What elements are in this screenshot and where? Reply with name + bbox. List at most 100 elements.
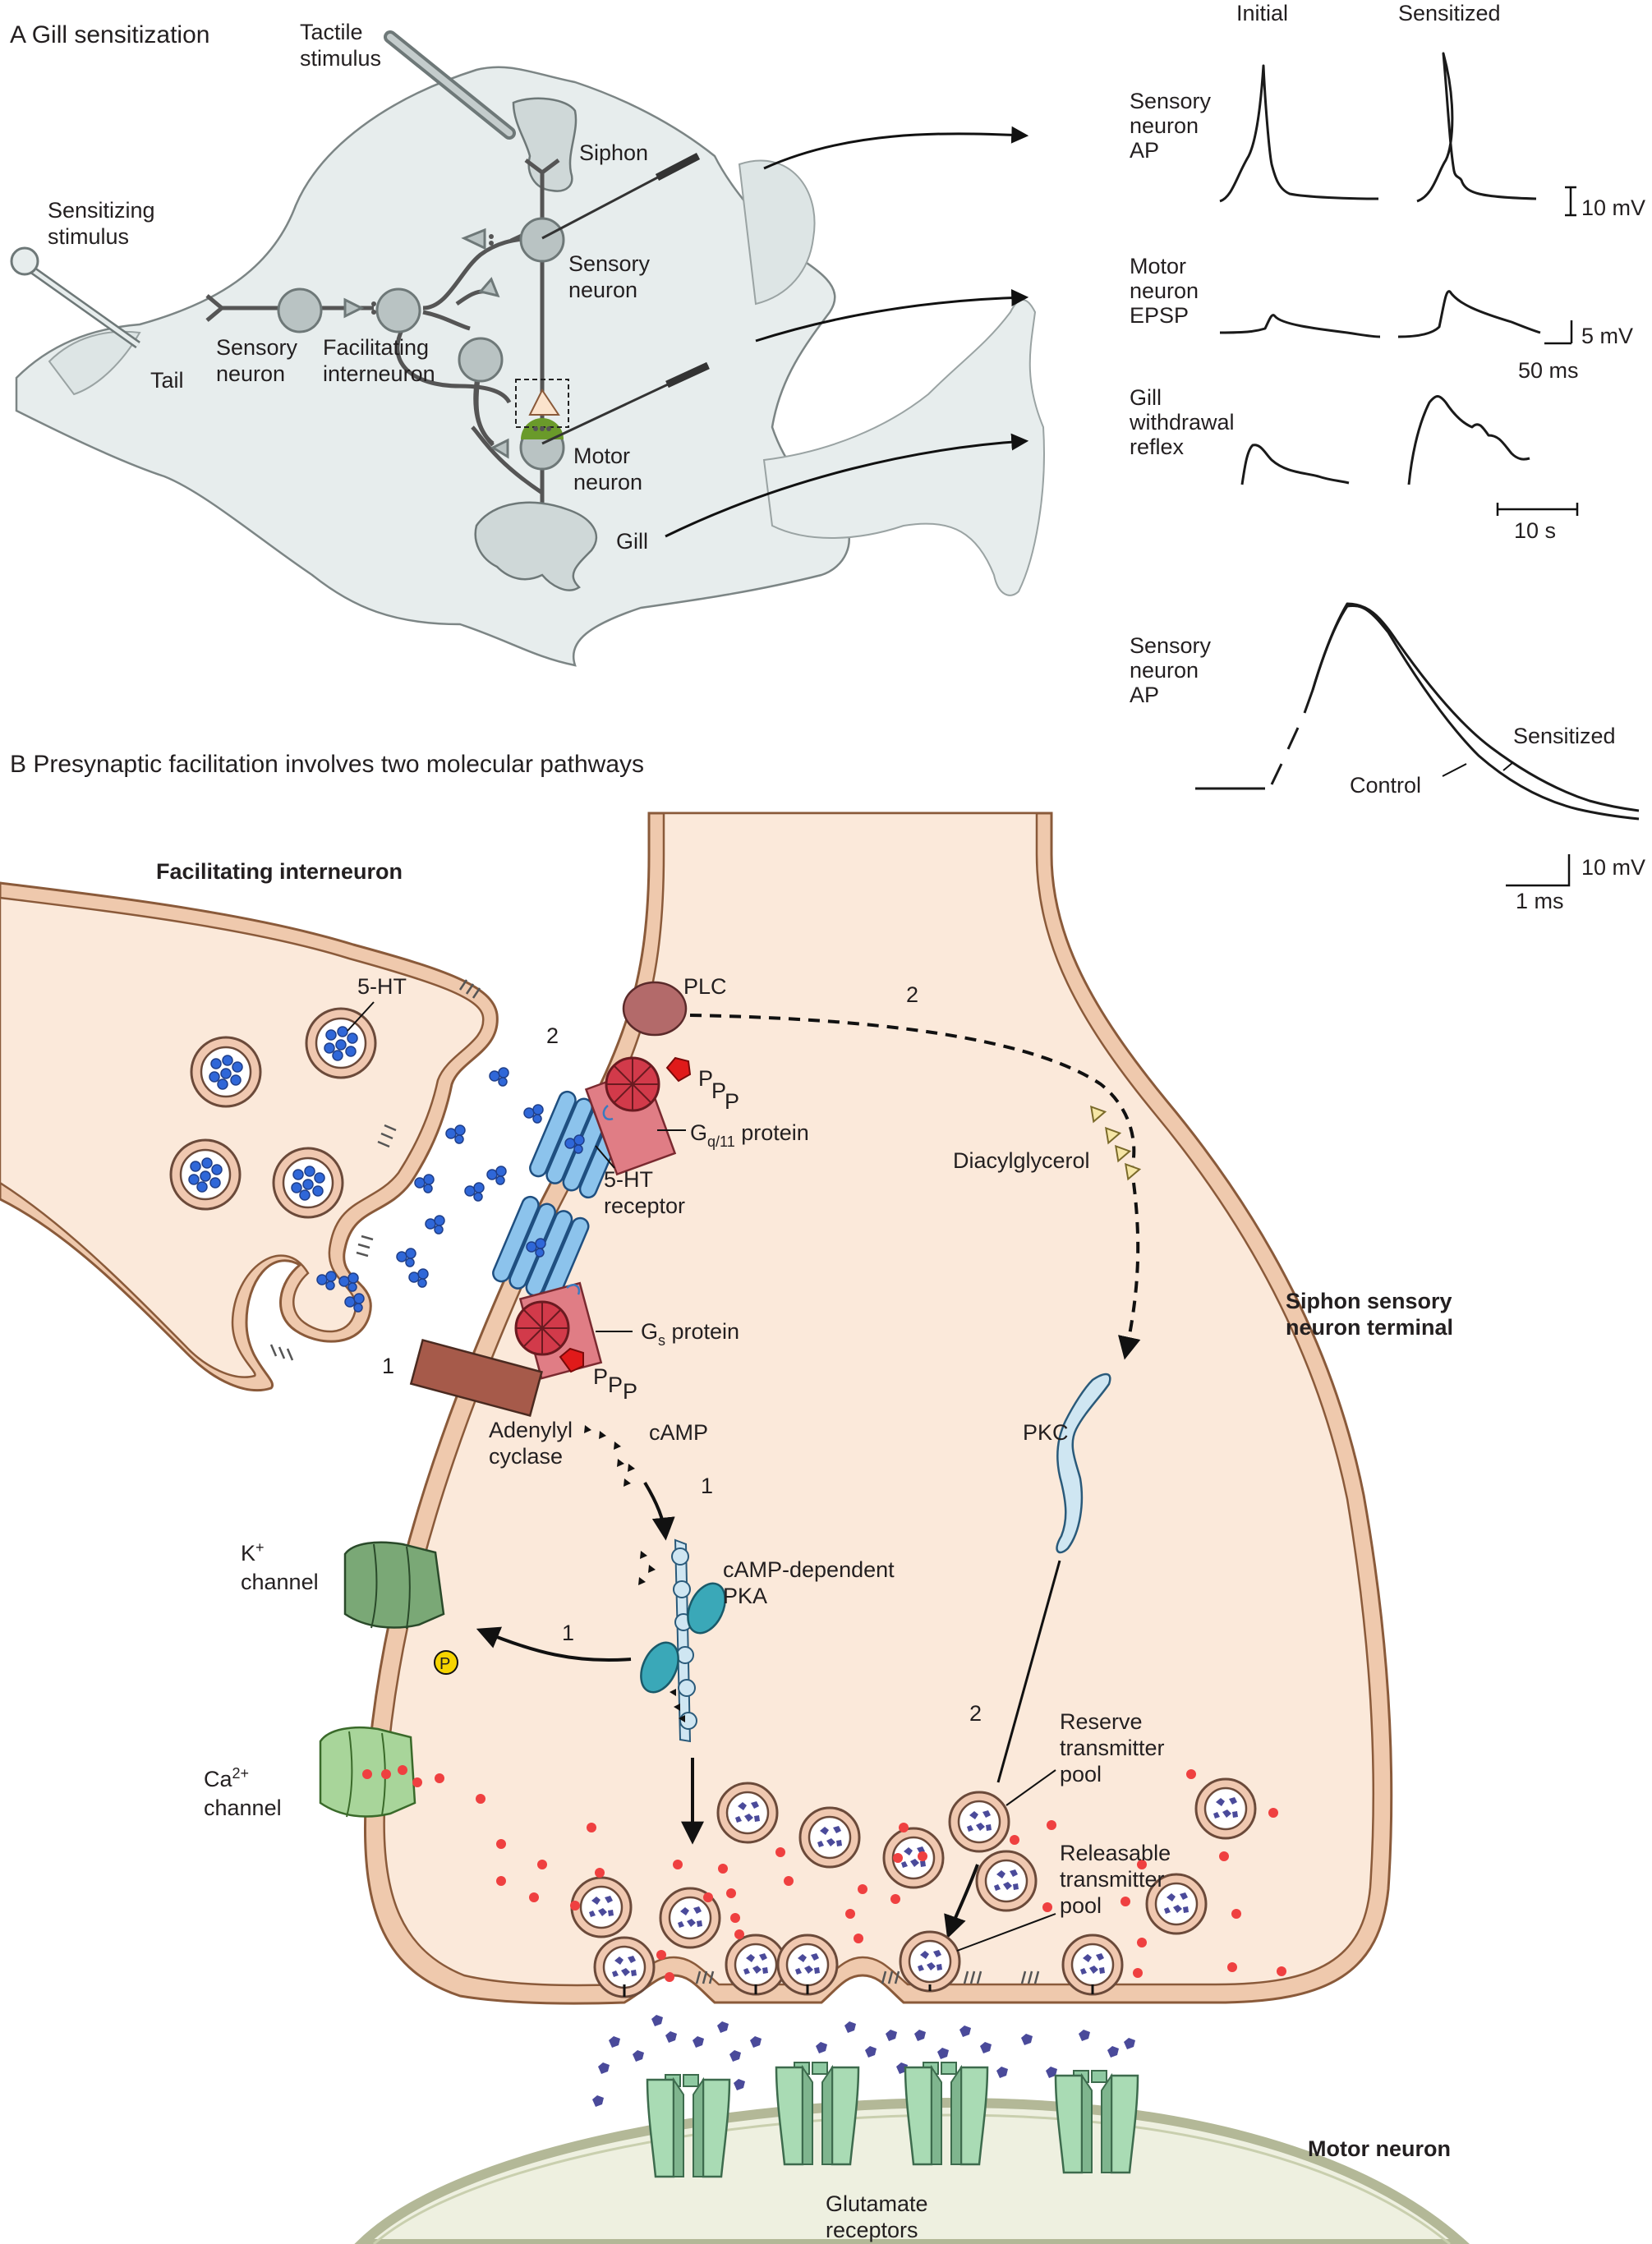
panel-a-title: A Gill sensitization [10,21,209,48]
terminal-active-zones [695,1970,1040,1984]
adenylyl-cyclase [409,1338,543,1417]
serotonin-vesicle [190,1036,262,1108]
label-pathway-1-center: 1 [701,1474,713,1498]
scale1-label: 10 mV [1581,195,1645,220]
line-pkc-to-vesicles [996,1560,1061,1783]
label-adenylyl-1: Adenylyl [489,1418,573,1442]
scale1-bar [1565,186,1576,217]
sensitizing-probe-tip [10,246,39,276]
scale2-bar [1544,320,1573,345]
svg-text:neuron: neuron [1130,113,1199,138]
arrow-camp-to-pka [643,1481,675,1541]
label-motor-neuron-2: neuron [573,470,642,494]
label-motor-neuron-b: Motor neuron [1308,2136,1451,2161]
interneuron-active-zones [269,979,481,1361]
cell-facilitating [375,287,421,333]
label-sensitizing-1: Sensitizing [48,198,155,223]
calcium-ions [362,1765,1286,1982]
scale4-label-ms: 1 ms [1516,889,1564,913]
facilitation-synapse-2 [461,228,486,251]
pkc [1056,1373,1111,1554]
electrode-sensory-body [655,153,701,181]
label-tail: Tail [150,368,184,393]
label-adenylyl-2: cyclase [489,1444,563,1469]
label-five-ht: 5-HT [357,974,407,999]
label-reserve-1: Reserve [1060,1709,1143,1734]
trace-sensory-ap-sensitized [1416,52,1537,203]
k-channel-phosphate [434,1650,458,1675]
neural-circuit [205,159,569,538]
cell-sensory-siphon [519,217,565,263]
row2-label: Motor neuron EPSP [1130,254,1199,328]
scale2-label-mv: 5 mV [1581,324,1633,348]
aplysia-head [762,299,1045,596]
cell-sensory-tail [277,287,323,333]
svg-text:withdrawal: withdrawal [1129,410,1235,435]
label-releasable-1: Releasable [1060,1841,1171,1865]
label-pka-1: cAMP-dependent [723,1557,895,1582]
vesicle-docking-stalks [623,1984,1094,1997]
arrow-to-gill-reflex [665,433,1029,538]
label-reserve-2: transmitter [1060,1736,1165,1760]
label-pathway-2-top: 2 [906,982,918,1007]
scale2-label-ms: 50 ms [1518,358,1579,383]
label-siphon: Siphon [579,140,648,165]
k-channel [343,1541,445,1630]
svg-text:AP: AP [1130,683,1159,707]
cell-interneuron [458,337,504,383]
label-sensory-neuron-siphon-1: Sensory [568,251,651,276]
label-diacylglycerol: Diacylglycerol [953,1148,1090,1173]
arrow-to-sensory-ap [763,126,1029,170]
svg-text:Gill: Gill [1130,385,1162,410]
camp-molecules [584,1425,656,1585]
label-facilitating-1: Facilitating [323,335,429,360]
label-camp: cAMP [649,1420,708,1445]
facilitation-synapse-1 [343,297,365,319]
col-sensitized: Sensitized [1398,1,1501,25]
scale3-label: 10 s [1514,518,1556,543]
gs-protein [514,1281,603,1380]
label-k-channel-2: channel [241,1570,319,1594]
diacylglycerol-molecules [1090,1105,1142,1181]
label-reserve-3: pool [1060,1762,1102,1786]
trace-epsp-sensitized [1397,290,1541,338]
scale4-label-mv: 10 mV [1581,855,1645,880]
five-ht-leader [347,1001,375,1032]
gill-shape [474,501,598,591]
label-ap-control: Control [1350,773,1421,798]
label-ca-channel: Ca2+ [204,1765,249,1791]
sensitizing-probe-inner [23,262,140,347]
arrow-pka-to-k [476,1626,632,1662]
svg-text:neuron: neuron [1130,658,1199,683]
aplysia-body [15,66,850,667]
scale3-bar [1496,503,1579,516]
arrow-to-motor-epsp [755,288,1029,343]
label-pathway-2-left: 2 [546,1023,559,1048]
label-gs-protein: Gs protein [641,1319,739,1349]
label-tactile-1: Tactile [300,20,363,44]
trace-ap-sensitized [1311,602,1640,812]
label-glutamate-1: Glutamate [826,2191,928,2216]
reserve-leader [1005,1769,1056,1806]
label-siphon-terminal-1: Siphon sensory [1286,1289,1452,1313]
aplysia-tail-fin [48,330,141,396]
gq-protein [584,1056,692,1176]
label-ca-channel-2: channel [204,1796,282,1820]
label-ppp-gs: P P P [593,1364,637,1404]
label-pathway-2-bottom: 2 [969,1701,982,1726]
label-receptor-2: receptor [604,1193,685,1218]
svg-text:P: P [725,1089,739,1114]
label-p-mark: P [439,1655,450,1673]
trace-gill-initial [1240,444,1350,485]
scale4-bar [1506,854,1571,887]
label-k-channel: K+ [241,1539,265,1566]
facilitation-synapse-3 [478,277,500,298]
ap-sensitized-leader [1502,761,1514,771]
label-gq-protein: Gq/11 protein [690,1120,809,1150]
label-pkc: PKC [1023,1420,1069,1445]
label-ppp-gq: P P P [698,1066,739,1114]
label-pka-2: PKA [723,1584,767,1608]
label-releasable-2: transmitter [1060,1867,1165,1892]
svg-text:P: P [711,1078,726,1103]
label-releasable-3: pool [1060,1893,1102,1918]
